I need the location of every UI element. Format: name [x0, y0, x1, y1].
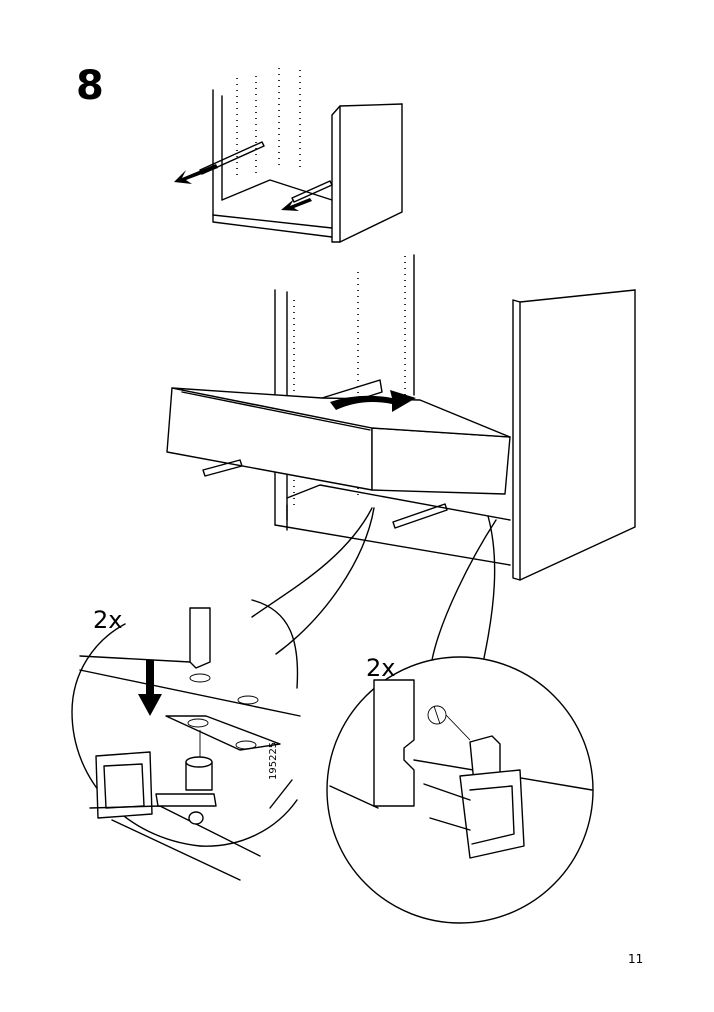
small-cabinet-illustration [174, 68, 403, 243]
quantity-label: 2x [93, 606, 123, 634]
step-number: 8 [76, 63, 104, 109]
left-detail-callout [71, 507, 375, 881]
right-detail-callout [326, 515, 594, 924]
pull-arrow-icon [281, 198, 312, 211]
quantity-label: 2x [366, 654, 396, 682]
part-code: 195225 [268, 741, 279, 780]
push-arrow-icon [330, 390, 416, 412]
page-number: 11 [628, 952, 644, 966]
down-arrow-icon [138, 660, 162, 716]
large-cabinet-illustration [166, 254, 636, 581]
pull-arrow-icon [174, 164, 218, 184]
